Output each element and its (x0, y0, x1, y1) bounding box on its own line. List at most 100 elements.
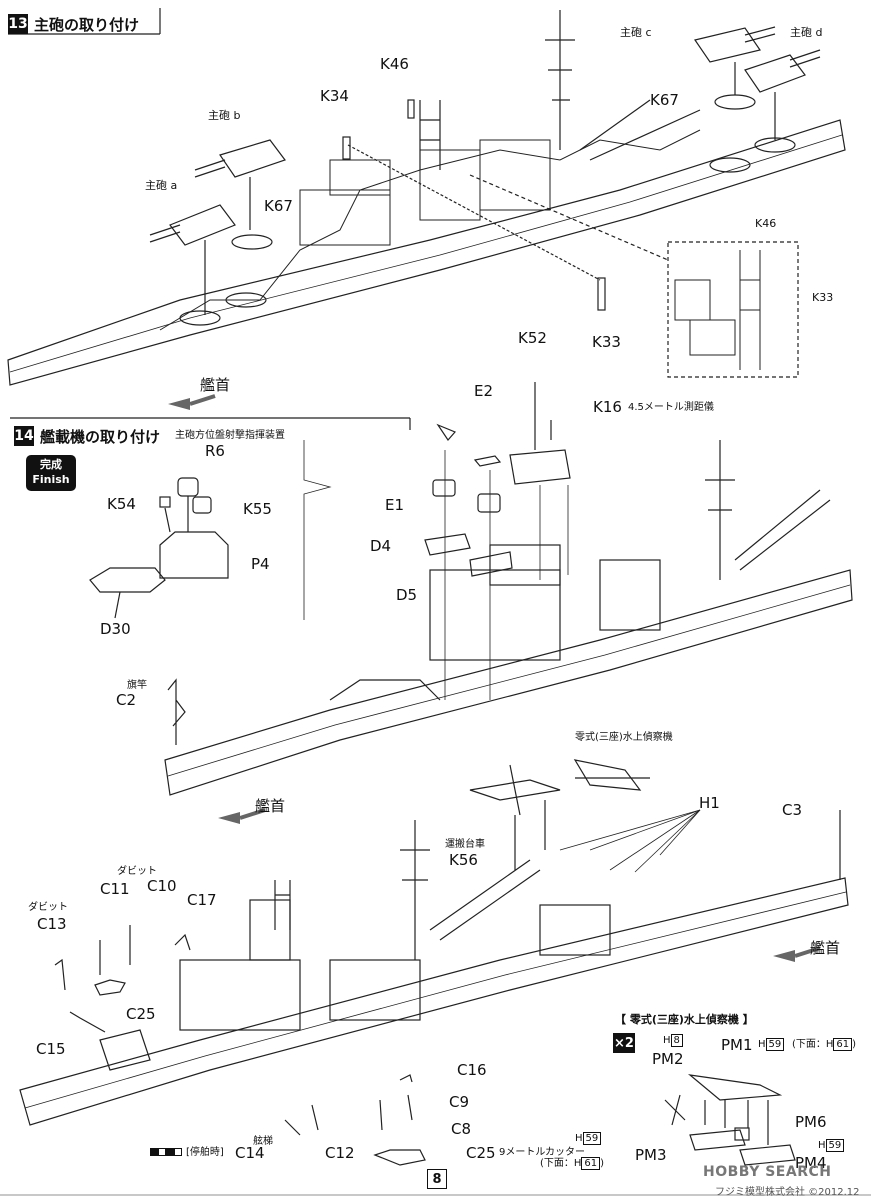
turret-d-drawing (744, 49, 821, 153)
inset-k46: K46 (755, 217, 777, 230)
cart-caption: 運搬台車 (445, 839, 485, 850)
ship-hull-step14-low (19, 820, 849, 1126)
part-k16: K16 (593, 398, 622, 416)
part-d30: D30 (100, 620, 131, 638)
plane-box-title: 【 零式(三座)水上偵察機 】 (615, 1013, 754, 1026)
detail-inset-box (667, 241, 799, 378)
page-number: 8 (427, 1169, 447, 1189)
step13-header: 13 主砲の取り付け (8, 12, 139, 36)
bow-arrow-13 (168, 398, 190, 410)
flagpole-caption: 旗竿 (127, 680, 147, 691)
cutter-bottom-num: 61 (581, 1157, 601, 1170)
cutter-caption: 9メートルカッター (499, 1147, 586, 1158)
turret-b-drawing (194, 139, 286, 308)
davit-caption-2: ダビット (28, 902, 68, 913)
part-k46: K46 (380, 55, 409, 73)
turret-a-label: 主砲 a (145, 179, 178, 192)
part-pm2: PM2 (652, 1050, 684, 1068)
turret-d-label: 主砲 d (790, 26, 823, 39)
small-parts-drawing (54, 925, 426, 1166)
part-e2: E2 (474, 382, 494, 400)
ladder-caption: 舷梯 (253, 1136, 273, 1147)
part-k52: K52 (518, 329, 547, 347)
part-k67-left: K67 (264, 197, 293, 215)
pm1-under-num: 61 (833, 1038, 853, 1051)
part-c25: C25 (126, 1005, 156, 1023)
pm2-h-num: 8 (670, 1034, 683, 1047)
superstructure-parts-drawing (424, 382, 571, 700)
bow-arrow-low (773, 950, 795, 962)
part-r6: R6 (205, 442, 225, 460)
part-pm4: PM4 (795, 1154, 827, 1172)
rangefinder-caption: 4.5メートル測距儀 (628, 402, 714, 413)
part-c14: C14 (235, 1144, 265, 1162)
part-k34: K34 (320, 87, 349, 105)
part-d4: D4 (370, 537, 392, 555)
turret-c-drawing (694, 26, 776, 173)
finish-label-jp: 完成 (40, 458, 62, 471)
part-c10: C10 (147, 877, 177, 895)
part-c3: C3 (782, 801, 803, 819)
pm1-h: H (758, 1039, 766, 1050)
part-p4: P4 (251, 555, 270, 573)
ship-hull-step13 (7, 10, 846, 386)
copyright: フジミ模型株式会社 ©2012.12 (715, 1187, 860, 1198)
inset-k33: K33 (812, 291, 834, 304)
pm6-h: H (818, 1140, 826, 1151)
cutter-bottom: (下面：H (540, 1158, 582, 1169)
bow-label-13: 艦首 (200, 376, 231, 394)
step14-header: 14 艦載機の取り付け (14, 424, 160, 448)
pm6-h-num: 59 (825, 1139, 845, 1152)
part-pm6: PM6 (795, 1113, 827, 1131)
watermark: HOBBY SEARCH (703, 1164, 832, 1180)
part-k67-right: K67 (650, 91, 679, 109)
turret-b-label: 主砲 b (208, 109, 241, 122)
pm2-h: H (663, 1035, 671, 1046)
ship-hull-step14-mid (164, 440, 853, 796)
part-c8: C8 (451, 1120, 472, 1138)
step13-number: 13 (8, 14, 28, 34)
part-c9: C9 (449, 1093, 470, 1111)
cutter-h-num: 59 (582, 1132, 602, 1145)
close-paren-2: ) (852, 1039, 857, 1050)
part-pm3: PM3 (635, 1146, 667, 1164)
pm1-h-num: 59 (765, 1038, 785, 1051)
part-c15: C15 (36, 1040, 66, 1058)
part-k33: K33 (592, 333, 621, 351)
turret-c-label: 主砲 c (620, 26, 652, 39)
cutter-h: H (575, 1133, 583, 1144)
plane-assembly-drawing (664, 1074, 796, 1166)
bow-label-low: 艦首 (810, 939, 841, 957)
moored-caption: [停舶時] (186, 1147, 224, 1158)
turret-a-drawing (149, 204, 236, 326)
part-c13: C13 (37, 915, 67, 933)
part-c2: C2 (116, 691, 137, 709)
part-c11: C11 (100, 880, 130, 898)
step14-number: 14 (14, 426, 34, 446)
step14-title: 艦載機の取り付け (40, 427, 161, 446)
pm1-under: (下面：H (792, 1039, 834, 1050)
part-k55: K55 (243, 500, 272, 518)
seaplane-drawings (469, 759, 650, 870)
flagpole-drawing (167, 678, 186, 745)
part-e1: E1 (385, 496, 405, 514)
h1-leader-lines (559, 809, 701, 873)
director-assembly-drawing (89, 477, 229, 619)
multiplier-badge: ×2 (613, 1033, 635, 1053)
part-d5: D5 (396, 586, 418, 604)
part-pm1: PM1 (721, 1036, 753, 1054)
part-c17: C17 (187, 891, 217, 909)
close-paren-1: ) (600, 1158, 605, 1169)
davit-caption-1: ダビット (117, 866, 157, 877)
part-h1: H1 (699, 794, 720, 812)
bow-arrow-14 (218, 812, 240, 824)
part-k56: K56 (449, 851, 478, 869)
director-caption: 主砲方位盤射撃指揮装置 (175, 430, 285, 441)
moored-pattern-icon (150, 1148, 182, 1156)
